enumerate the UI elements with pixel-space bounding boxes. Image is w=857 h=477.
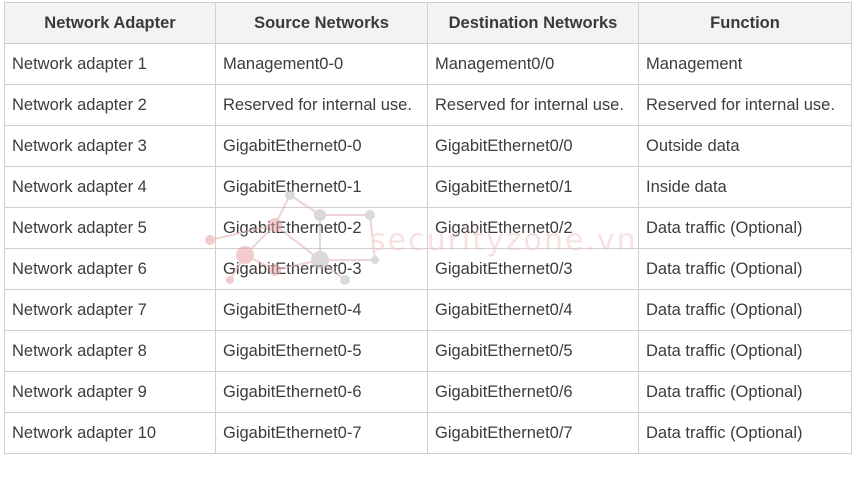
cell-function: Outside data xyxy=(638,125,852,167)
cell-destination: GigabitEthernet0/3 xyxy=(427,248,639,290)
cell-destination: Management0/0 xyxy=(427,43,639,85)
table-row: Network adapter 7 GigabitEthernet0-4 Gig… xyxy=(4,289,852,331)
cell-adapter: Network adapter 2 xyxy=(4,84,216,126)
cell-adapter: Network adapter 5 xyxy=(4,207,216,249)
cell-function: Inside data xyxy=(638,166,852,208)
table-row: Network adapter 8 GigabitEthernet0-5 Gig… xyxy=(4,330,852,372)
cell-adapter: Network adapter 6 xyxy=(4,248,216,290)
cell-destination: GigabitEthernet0/4 xyxy=(427,289,639,331)
table-row: Network adapter 5 GigabitEthernet0-2 Gig… xyxy=(4,207,852,249)
cell-adapter: Network adapter 3 xyxy=(4,125,216,167)
table-row: Network adapter 4 GigabitEthernet0-1 Gig… xyxy=(4,166,852,208)
cell-adapter: Network adapter 10 xyxy=(4,412,216,454)
cell-function: Data traffic (Optional) xyxy=(638,371,852,413)
cell-source: GigabitEthernet0-1 xyxy=(215,166,428,208)
table-row: Network adapter 2 Reserved for internal … xyxy=(4,84,852,126)
table-header-row: Network Adapter Source Networks Destinat… xyxy=(4,2,852,44)
cell-adapter: Network adapter 7 xyxy=(4,289,216,331)
cell-destination: GigabitEthernet0/2 xyxy=(427,207,639,249)
cell-source: GigabitEthernet0-7 xyxy=(215,412,428,454)
table-row: Network adapter 10 GigabitEthernet0-7 Gi… xyxy=(4,412,852,454)
cell-destination: GigabitEthernet0/6 xyxy=(427,371,639,413)
network-adapter-table-container: Network Adapter Source Networks Destinat… xyxy=(4,2,852,454)
cell-destination: GigabitEthernet0/1 xyxy=(427,166,639,208)
cell-source: GigabitEthernet0-2 xyxy=(215,207,428,249)
cell-source: Management0-0 xyxy=(215,43,428,85)
network-adapter-table: Network Adapter Source Networks Destinat… xyxy=(4,2,852,454)
cell-function: Management xyxy=(638,43,852,85)
cell-adapter: Network adapter 4 xyxy=(4,166,216,208)
cell-destination: Reserved for internal use. xyxy=(427,84,639,126)
cell-adapter: Network adapter 8 xyxy=(4,330,216,372)
table-row: Network adapter 1 Management0-0 Manageme… xyxy=(4,43,852,85)
cell-source: GigabitEthernet0-6 xyxy=(215,371,428,413)
cell-source: GigabitEthernet0-3 xyxy=(215,248,428,290)
cell-function: Data traffic (Optional) xyxy=(638,207,852,249)
cell-source: GigabitEthernet0-0 xyxy=(215,125,428,167)
cell-source: GigabitEthernet0-5 xyxy=(215,330,428,372)
cell-source: GigabitEthernet0-4 xyxy=(215,289,428,331)
cell-adapter: Network adapter 9 xyxy=(4,371,216,413)
cell-source: Reserved for internal use. xyxy=(215,84,428,126)
cell-function: Data traffic (Optional) xyxy=(638,330,852,372)
header-network-adapter: Network Adapter xyxy=(4,2,216,44)
cell-function: Reserved for internal use. xyxy=(638,84,852,126)
header-function: Function xyxy=(638,2,852,44)
header-source-networks: Source Networks xyxy=(215,2,428,44)
cell-destination: GigabitEthernet0/0 xyxy=(427,125,639,167)
cell-function: Data traffic (Optional) xyxy=(638,412,852,454)
cell-adapter: Network adapter 1 xyxy=(4,43,216,85)
header-destination-networks: Destination Networks xyxy=(427,2,639,44)
cell-function: Data traffic (Optional) xyxy=(638,248,852,290)
table-row: Network adapter 9 GigabitEthernet0-6 Gig… xyxy=(4,371,852,413)
cell-function: Data traffic (Optional) xyxy=(638,289,852,331)
cell-destination: GigabitEthernet0/5 xyxy=(427,330,639,372)
cell-destination: GigabitEthernet0/7 xyxy=(427,412,639,454)
table-row: Network adapter 6 GigabitEthernet0-3 Gig… xyxy=(4,248,852,290)
table-row: Network adapter 3 GigabitEthernet0-0 Gig… xyxy=(4,125,852,167)
